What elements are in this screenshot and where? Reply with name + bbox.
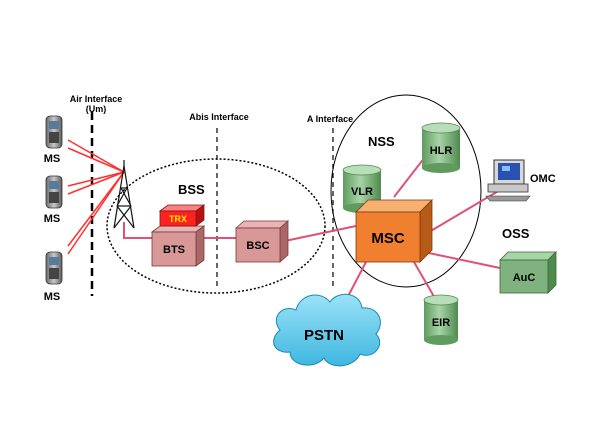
bsc-box xyxy=(234,220,290,263)
trx-box xyxy=(158,204,206,227)
nss-group-outline xyxy=(330,94,482,288)
antenna-tower-icon xyxy=(113,160,135,229)
auc-box xyxy=(499,251,557,294)
ms-label: MS xyxy=(44,213,61,225)
oss-group-label: OSS xyxy=(502,226,530,241)
abis-interface-label: Abis Interface xyxy=(189,112,249,122)
auc-label: AuC xyxy=(513,272,536,284)
hlr-database xyxy=(421,122,461,173)
a-interface-label: A Interface xyxy=(307,114,353,124)
ms-label: MS xyxy=(44,153,61,165)
bss-group-label: BSS xyxy=(178,182,205,197)
bsc-label: BSC xyxy=(246,240,269,252)
omc-label: OMC xyxy=(530,173,556,185)
bts-box xyxy=(150,225,206,267)
msc-box xyxy=(355,199,433,263)
vlr-label: VLR xyxy=(351,186,373,198)
air-interface-sublabel: (Um) xyxy=(86,104,107,114)
bts-label: BTS xyxy=(163,244,185,256)
pstn-cloud xyxy=(273,293,381,367)
eir-database xyxy=(423,294,459,345)
bss-group-outline xyxy=(106,158,326,294)
ms-label: MS xyxy=(44,291,61,303)
msc-label: MSC xyxy=(371,230,405,247)
mobile-station-icon xyxy=(45,175,63,209)
nss-group-label: NSS xyxy=(368,134,395,149)
mobile-station-icon xyxy=(45,251,63,285)
mobile-station-icon xyxy=(45,115,63,149)
eir-label: EIR xyxy=(432,317,450,329)
pstn-label: PSTN xyxy=(304,327,344,344)
air-interface-label: Air Interface xyxy=(70,94,123,104)
trx-label: TRX xyxy=(169,214,187,224)
hlr-label: HLR xyxy=(430,145,453,157)
radio-links xyxy=(67,139,125,255)
omc-computer-icon xyxy=(485,159,531,202)
